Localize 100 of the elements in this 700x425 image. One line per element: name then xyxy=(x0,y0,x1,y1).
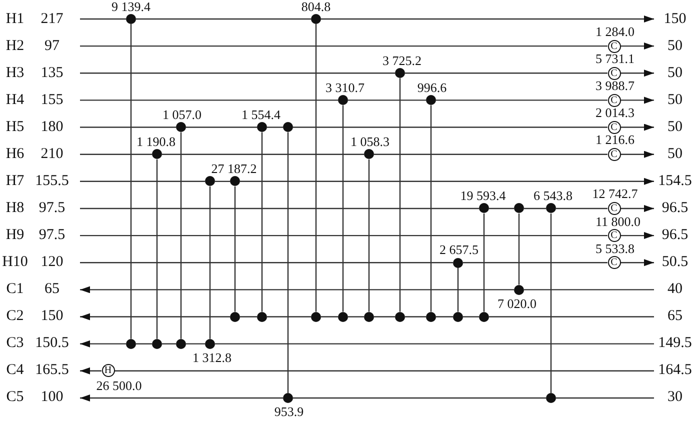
stream-line xyxy=(267,316,311,318)
temperature-label: 154.5 xyxy=(658,174,692,189)
stream-name: H1 xyxy=(6,12,24,26)
duty-label: 27 187.2 xyxy=(211,162,257,175)
match-line xyxy=(430,105,432,312)
exchanger-dot xyxy=(546,392,556,403)
temperature-label: 50 xyxy=(668,38,682,54)
temperature-label: 150 xyxy=(664,12,686,26)
match-line xyxy=(156,159,158,339)
exchanger-dot xyxy=(205,338,215,349)
stream-line xyxy=(186,343,205,344)
stream-line xyxy=(215,180,230,182)
stream-name: H6 xyxy=(6,146,24,162)
duty-label: 3 988.7 xyxy=(596,79,634,92)
temperature-label: 165.5 xyxy=(35,363,69,378)
duty-label: 5 533.8 xyxy=(596,242,634,255)
stream-line xyxy=(405,316,426,318)
stream-line xyxy=(524,289,654,290)
stream-line xyxy=(80,208,479,210)
exchanger-dot xyxy=(364,312,374,322)
duty-label: 1 554.4 xyxy=(242,108,280,121)
exchanger-dot xyxy=(152,149,162,160)
exchanger-dot xyxy=(152,338,162,349)
temperature-label: 97.5 xyxy=(38,200,66,216)
temperature-label: 50 xyxy=(668,120,682,135)
stream-line xyxy=(114,370,654,372)
stream-name: H8 xyxy=(6,200,24,216)
exchanger-dot xyxy=(338,95,348,106)
exchanger-dot xyxy=(230,176,240,186)
exchanger-dot xyxy=(453,258,463,268)
temperature-label: 150 xyxy=(40,309,64,324)
stream-line xyxy=(374,316,395,318)
exchanger-dot xyxy=(176,338,186,349)
stream-line xyxy=(620,204,654,212)
temperature-label: 164.5 xyxy=(658,363,692,378)
stream-line xyxy=(162,154,364,155)
exchanger-dot xyxy=(205,176,215,186)
exchanger-dot xyxy=(338,312,348,322)
cooler-symbol: C xyxy=(608,120,620,134)
exchanger-dot xyxy=(176,122,186,132)
temperature-label: 210 xyxy=(40,146,64,162)
stream-line xyxy=(620,70,654,77)
match-line xyxy=(209,186,211,339)
stream-name: H4 xyxy=(6,92,24,108)
temperature-label: 50 xyxy=(668,146,682,162)
temperature-label: 97.5 xyxy=(38,228,66,244)
match-line xyxy=(130,24,132,339)
cooler-symbol: C xyxy=(608,256,620,270)
cooler-symbol: C xyxy=(608,66,620,80)
stream-line xyxy=(405,72,608,74)
temperature-label: 100 xyxy=(40,390,64,406)
stream-line xyxy=(186,126,257,128)
stream-line xyxy=(293,397,546,399)
stream-line xyxy=(80,262,453,264)
temperature-label: 65 xyxy=(44,282,60,298)
stream-line xyxy=(80,367,102,374)
stream-line xyxy=(463,316,479,318)
stream-line xyxy=(80,394,283,402)
stream-line xyxy=(463,262,608,264)
stream-line xyxy=(620,232,654,240)
stream-line xyxy=(80,126,176,128)
stream-name: C3 xyxy=(6,336,24,352)
stream-line xyxy=(620,42,654,50)
duty-label: 7 020.0 xyxy=(498,296,536,310)
temperature-label: 50 xyxy=(668,66,682,81)
stream-line xyxy=(162,343,176,344)
stream-line xyxy=(136,343,152,344)
stream-name: H2 xyxy=(6,38,24,54)
match-line xyxy=(180,132,182,339)
stream-name: C4 xyxy=(6,363,24,378)
stream-name: H9 xyxy=(6,228,24,244)
match-line xyxy=(550,213,552,393)
exchanger-dot xyxy=(546,203,556,214)
duty-label: 6 543.8 xyxy=(534,188,572,202)
stream-line xyxy=(436,316,453,318)
duty-label: 2 657.5 xyxy=(440,243,478,256)
heater-symbol: H xyxy=(102,364,114,378)
stream-name: H5 xyxy=(6,120,24,135)
exchanger-dot xyxy=(426,312,436,322)
exchanger-dot xyxy=(311,14,321,24)
duty-label: 1 057.0 xyxy=(162,108,202,121)
stream-line xyxy=(267,126,283,128)
temperature-label: 97 xyxy=(44,38,60,54)
stream-line xyxy=(293,126,608,128)
duty-label: 1 058.3 xyxy=(350,134,390,148)
exchanger-dot xyxy=(257,312,267,322)
exchanger-dot xyxy=(395,68,405,78)
stream-name: H7 xyxy=(6,174,24,189)
match-line xyxy=(399,78,401,312)
exchanger-dot xyxy=(283,392,293,403)
stream-line xyxy=(240,316,257,318)
duty-label: 1 216.6 xyxy=(596,133,634,146)
exchanger-dot xyxy=(479,312,489,322)
duty-label: 26 500.0 xyxy=(96,379,142,392)
match-line xyxy=(483,213,485,312)
exchanger-dot xyxy=(126,338,136,349)
exchanger-dot xyxy=(479,203,489,214)
stream-line xyxy=(80,180,205,182)
duty-label: 2 014.3 xyxy=(596,106,634,120)
temperature-label: 180 xyxy=(40,120,64,135)
